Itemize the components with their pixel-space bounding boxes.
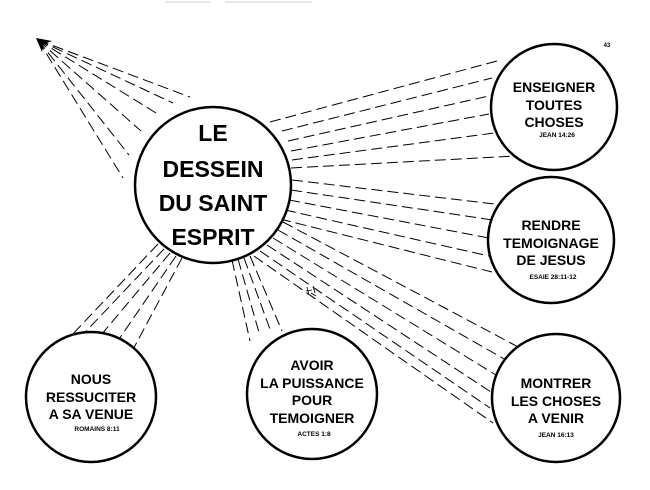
ray — [95, 252, 171, 342]
ray-group-puissance — [231, 255, 283, 342]
ray — [37, 39, 174, 104]
node-enseigner-line-3: CHOSES — [524, 114, 583, 130]
node-venir-line-2: LES CHOSES — [511, 393, 601, 409]
node-puissance-line-2: LA PUISSANCE — [260, 375, 364, 391]
center-node: LE DESSEIN DU SAINT ESPRIT — [133, 105, 293, 265]
ray — [37, 39, 124, 179]
ray — [279, 218, 493, 273]
node-enseigner-reference: JEAN 14:26 — [539, 132, 575, 139]
small-scribble-mark — [305, 285, 317, 297]
node-puissance-reference: ACTES 1:8 — [297, 431, 331, 438]
node-puissance-line-3: POUR — [292, 392, 332, 408]
ray — [287, 95, 490, 142]
node-ressusciter-line-1: NOUS — [71, 371, 111, 387]
node-temoignage-line-3: DE JESUS — [516, 252, 585, 268]
node-venir-line-1: MONTRER — [521, 375, 592, 391]
node-venir-reference: JEAN 16:13 — [538, 432, 574, 439]
ray — [253, 255, 494, 424]
ray — [277, 229, 507, 361]
ray-group-venir — [253, 221, 523, 424]
ray-group-arrow — [37, 39, 191, 179]
node-ressusciter-line-2: RESSUCITER — [46, 389, 136, 405]
ray-group-enseigner — [269, 60, 516, 169]
ray — [129, 257, 183, 356]
node-temoignage-reference: ESAIE 28:11-12 — [530, 274, 577, 281]
ray — [282, 221, 523, 350]
ray — [37, 39, 157, 114]
ray — [114, 255, 177, 346]
page-number: 43 — [604, 43, 611, 49]
center-line-2: DESSEIN — [163, 156, 264, 182]
ray — [266, 244, 492, 393]
node-enseigner: ENSEIGNER TOUTES CHOSES JEAN 14:26 — [489, 42, 619, 172]
ray — [243, 257, 272, 333]
ray — [37, 39, 142, 132]
center-line-4: ESPRIT — [171, 224, 254, 250]
node-enseigner-line-2: TOUTES — [526, 97, 583, 113]
node-venir-line-3: A VENIR — [528, 410, 584, 426]
node-puissance: AVOIR LA PUISSANCE POUR TEMOIGNER ACTES … — [245, 327, 379, 461]
ray — [72, 248, 165, 346]
ray — [269, 60, 498, 123]
ray — [290, 189, 494, 221]
ray — [291, 179, 504, 206]
ray — [272, 237, 497, 376]
node-temoignage: RENDRE TEMOIGNAGE DE JESUS ESAIE 28:11-1… — [486, 175, 616, 305]
ray-group-temoignage — [279, 179, 504, 273]
ray — [281, 77, 493, 132]
center-line-3: DU SAINT — [159, 190, 268, 216]
ray — [290, 113, 490, 152]
node-ressusciter-line-3: A SA VENUE — [49, 406, 134, 422]
node-temoignage-line-1: RENDRE — [521, 217, 580, 233]
ray — [259, 250, 491, 409]
ray — [231, 259, 251, 342]
ray — [291, 132, 495, 161]
node-venir: MONTRER LES CHOSES A VENIR JEAN 16:13 — [490, 332, 622, 464]
ray — [288, 199, 490, 239]
ray — [290, 155, 516, 169]
ray — [249, 255, 283, 332]
ray — [37, 39, 130, 156]
ray — [284, 209, 490, 257]
node-ressusciter-reference: ROMAINS 8:11 — [74, 426, 120, 433]
node-temoignage-line-2: TEMOIGNAGE — [503, 235, 599, 251]
node-enseigner-line-1: ENSEIGNER — [513, 79, 595, 95]
node-ressusciter: NOUS RESSUCITER A SA VENUE ROMAINS 8:11 — [24, 330, 158, 464]
node-puissance-line-4: TEMOIGNER — [270, 410, 355, 426]
ray — [237, 258, 261, 337]
ray — [37, 39, 191, 98]
node-puissance-line-1: AVOIR — [290, 357, 333, 373]
center-line-1: LE — [198, 120, 227, 146]
